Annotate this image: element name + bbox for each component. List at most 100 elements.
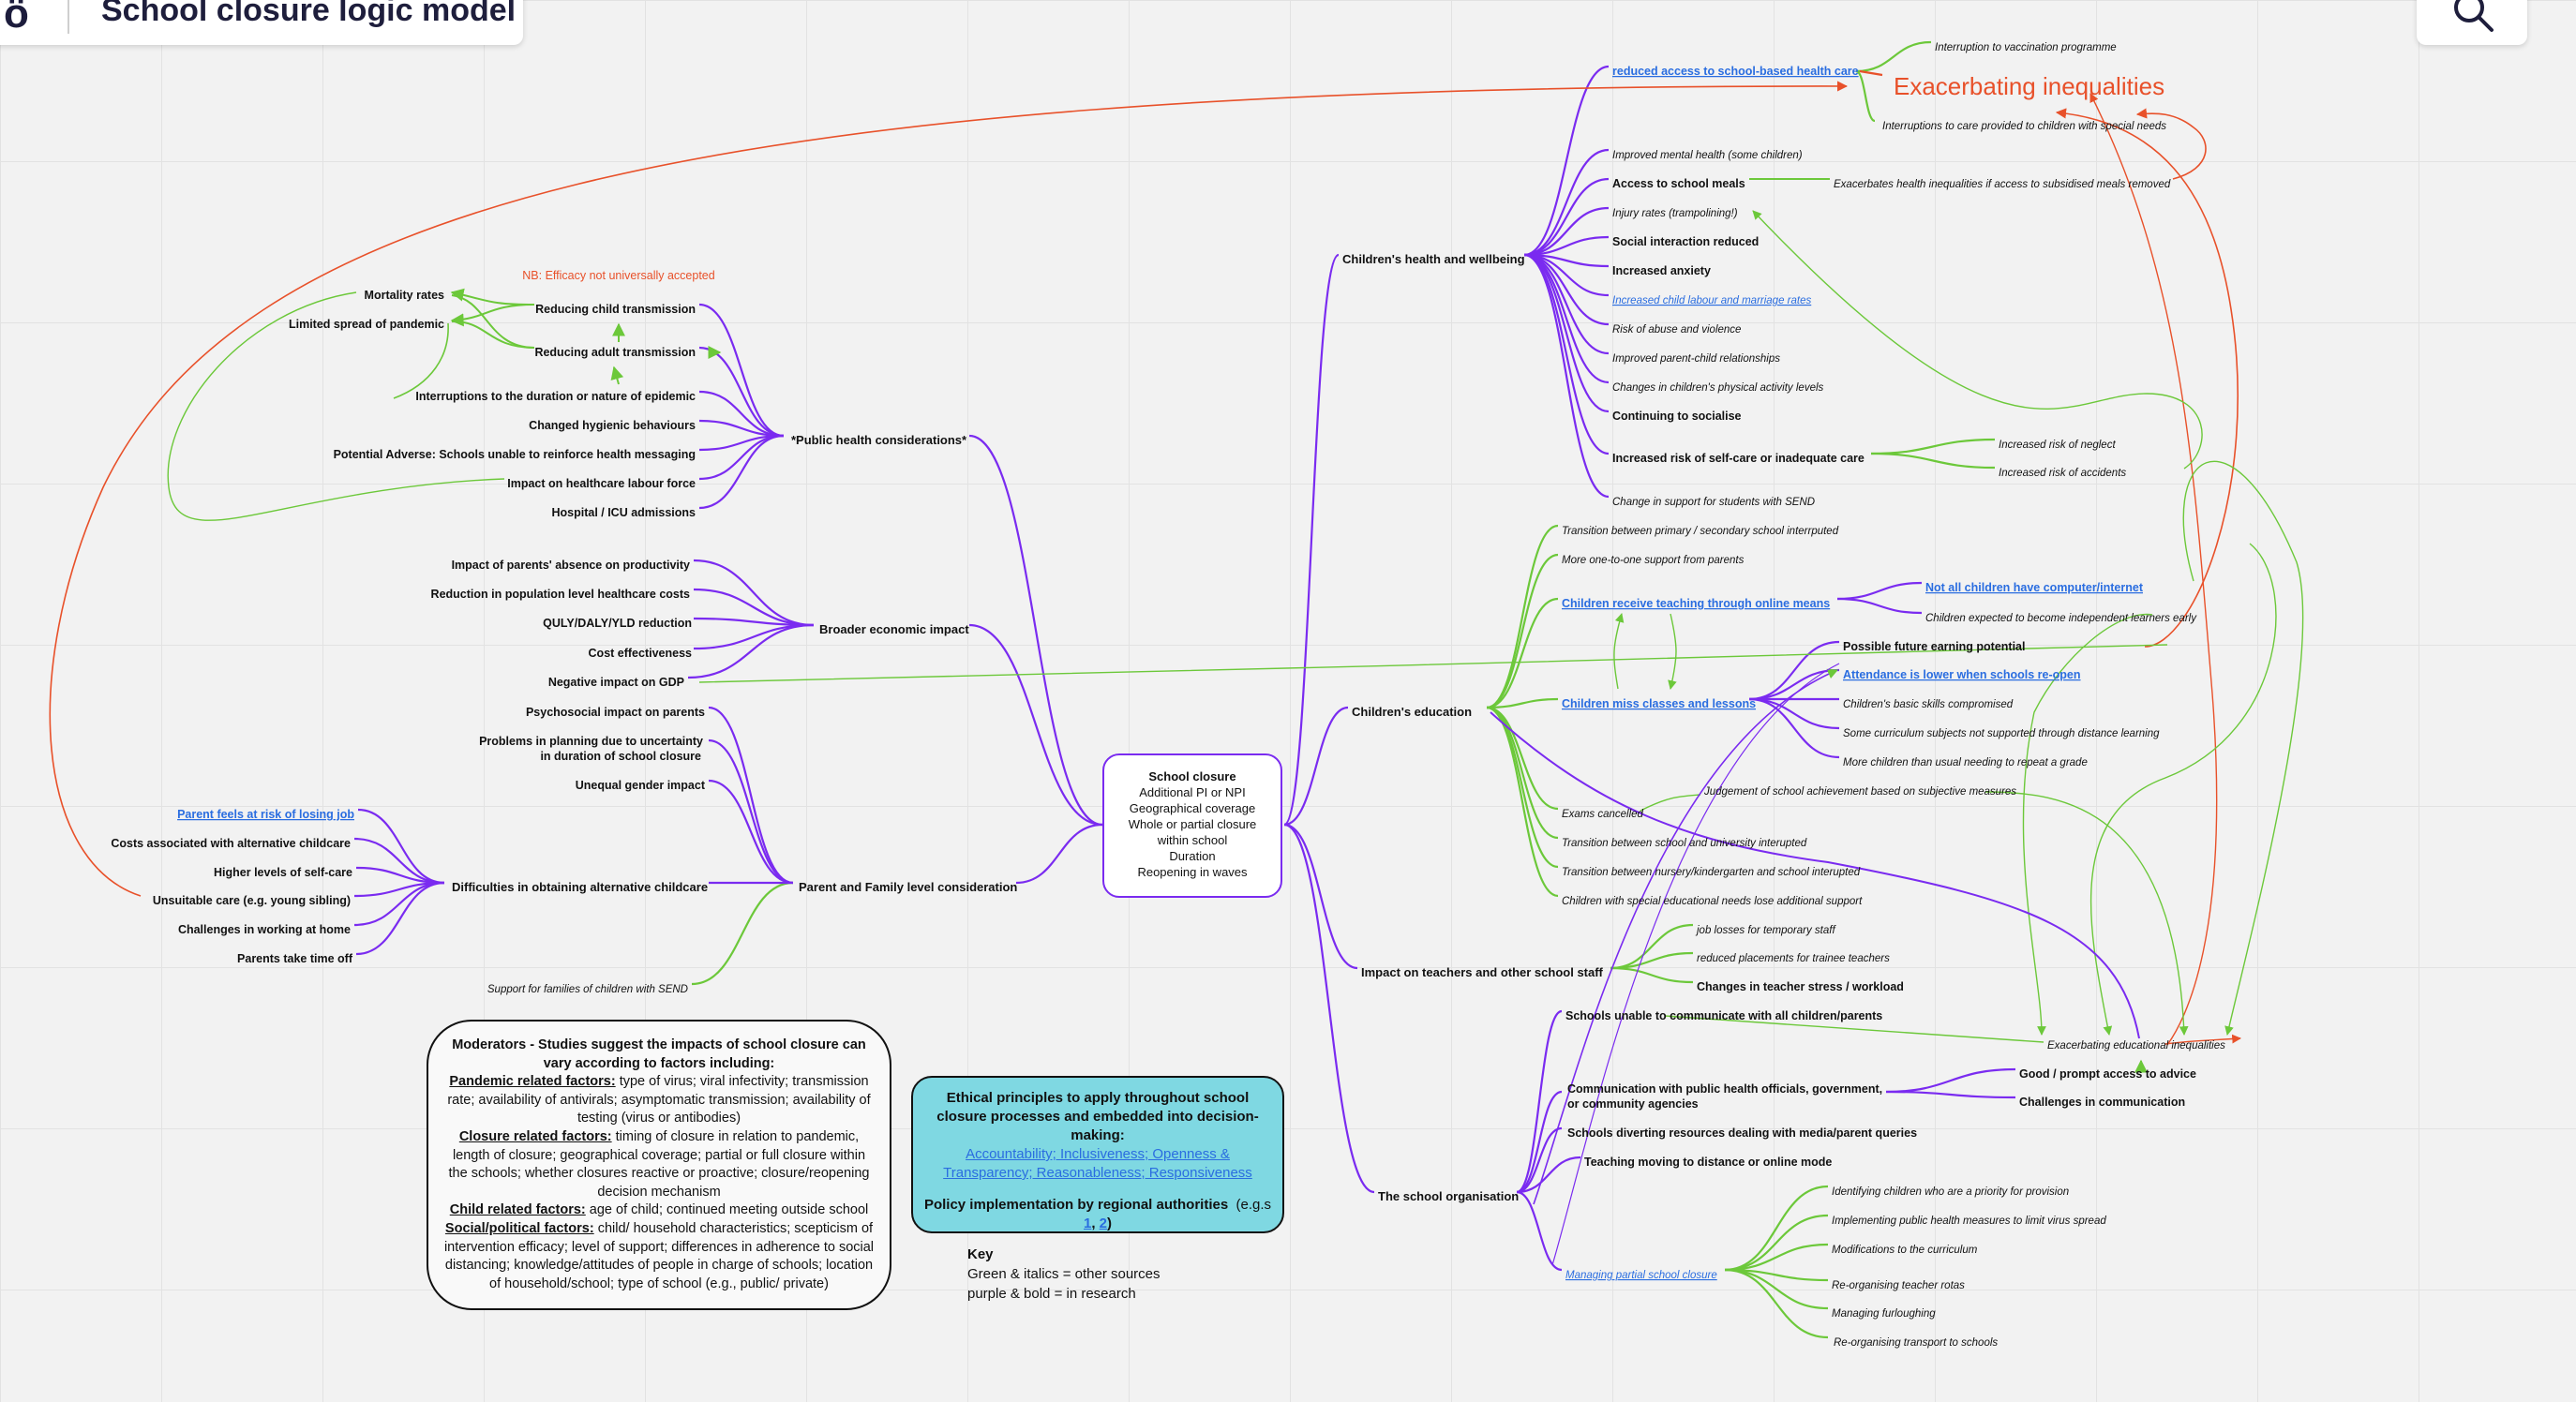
node-h10[interactable]: Changes in children's physical activity … xyxy=(1612,382,1824,394)
node-o5a[interactable]: Identifying children who are a priority … xyxy=(1832,1186,2069,1198)
node-ec4[interactable]: Cost effectiveness xyxy=(589,647,693,660)
node-e4e[interactable]: More children than usual needing to repe… xyxy=(1843,757,2088,768)
node-pub[interactable]: *Public health considerations* xyxy=(791,433,967,447)
node-e7[interactable]: Transition between nursery/kindergarten … xyxy=(1562,867,1861,878)
node-o3[interactable]: Schools diverting resources dealing with… xyxy=(1567,1126,1917,1140)
node-o4[interactable]: Teaching moving to distance or online mo… xyxy=(1584,1156,1832,1169)
node-h12[interactable]: Increased risk of self-care or inadequat… xyxy=(1612,452,1865,465)
node-o5f[interactable]: Re-organising transport to schools xyxy=(1834,1337,1998,1349)
node-p4[interactable]: Changed hygienic behaviours xyxy=(529,419,696,432)
node-c5[interactable]: Challenges in working at home xyxy=(178,923,351,936)
node-h13[interactable]: Change in support for students with SEND xyxy=(1612,497,1815,508)
node-hm1[interactable]: Exacerbates health inequalities if acces… xyxy=(1834,179,2171,190)
node-c3[interactable]: Higher levels of self-care xyxy=(214,866,352,879)
board-title[interactable]: School closure logic model xyxy=(101,0,517,28)
node-e4c[interactable]: Children's basic skills compromised xyxy=(1843,699,2014,710)
node-e5[interactable]: Exams cancelled xyxy=(1562,809,1644,820)
pandemic-text: type of virus; viral infectivity; transm… xyxy=(447,1074,871,1126)
node-h8[interactable]: Risk of abuse and violence xyxy=(1612,324,1741,336)
node-nb[interactable]: NB: Efficacy not universally accepted xyxy=(522,269,714,282)
node-c1[interactable]: Parent feels at risk of losing job xyxy=(177,808,354,821)
node-e2[interactable]: More one-to-one support from parents xyxy=(1562,555,1745,566)
node-p1[interactable]: Reducing child transmission xyxy=(535,303,696,316)
node-h6[interactable]: Increased anxiety xyxy=(1612,264,1711,277)
node-c4[interactable]: Unsuitable care (e.g. young sibling) xyxy=(153,894,351,907)
node-e3b[interactable]: Children expected to become independent … xyxy=(1925,613,2197,624)
node-educ[interactable]: Children's education xyxy=(1352,705,1472,719)
node-ec3[interactable]: QULY/DALY/YLD reduction xyxy=(543,617,692,630)
node-e3[interactable]: Children receive teaching through online… xyxy=(1562,597,1830,610)
node-h7[interactable]: Increased child labour and marriage rate… xyxy=(1612,295,1811,306)
node-e4a[interactable]: Possible future earning potential xyxy=(1843,640,2025,653)
node-h4[interactable]: Injury rates (trampolining!) xyxy=(1612,208,1738,219)
node-o5[interactable]: Managing partial school closure xyxy=(1565,1270,1717,1281)
node-org[interactable]: The school organisation xyxy=(1378,1189,1519,1203)
node-t3[interactable]: Changes in teacher stress / workload xyxy=(1697,980,1904,993)
node-mort[interactable]: Mortality rates xyxy=(365,289,444,302)
node-p3[interactable]: Interruptions to the duration or nature … xyxy=(415,390,696,403)
node-t1[interactable]: job losses for temporary staff xyxy=(1695,925,1836,936)
node-p5[interactable]: Potential Adverse: Schools unable to rei… xyxy=(334,448,696,461)
node-f2a[interactable]: Problems in planning due to uncertainty xyxy=(479,735,703,748)
node-health[interactable]: Children's health and wellbeing xyxy=(1342,252,1525,266)
node-h5[interactable]: Social interaction reduced xyxy=(1612,235,1759,248)
node-spread[interactable]: Limited spread of pandemic xyxy=(289,318,444,331)
node-ec1[interactable]: Impact of parents' absence on productivi… xyxy=(452,559,690,572)
node-o5b[interactable]: Implementing public health measures to l… xyxy=(1832,1216,2106,1227)
node-hv1[interactable]: Interruption to vaccination programme xyxy=(1935,42,2117,53)
node-f2b[interactable]: in duration of school closure xyxy=(540,750,701,763)
moderators-note[interactable]: Moderators - Studies suggest the impacts… xyxy=(427,1020,891,1310)
node-o2a[interactable]: Communication with public health officia… xyxy=(1567,1082,1882,1096)
node-hs2[interactable]: Increased risk of accidents xyxy=(1999,468,2126,479)
node-o2b[interactable]: or community agencies xyxy=(1567,1097,1699,1111)
node-e8[interactable]: Children with special educational needs … xyxy=(1562,896,1863,907)
node-h1[interactable]: reduced access to school-based health ca… xyxy=(1612,65,1859,78)
node-e4d[interactable]: Some curriculum subjects not supported t… xyxy=(1843,728,2160,739)
node-childcare[interactable]: Difficulties in obtaining alternative ch… xyxy=(452,880,708,894)
node-t2[interactable]: reduced placements for trainee teachers xyxy=(1697,953,1890,964)
node-f1[interactable]: Psychosocial impact on parents xyxy=(526,706,705,719)
node-ec2[interactable]: Reduction in population level healthcare… xyxy=(431,588,690,601)
node-hs1[interactable]: Increased risk of neglect xyxy=(1999,440,2116,451)
health-branch-line xyxy=(1523,253,1610,499)
node-ec5[interactable]: Negative impact on GDP xyxy=(548,676,684,689)
node-e4[interactable]: Children miss classes and lessons xyxy=(1562,697,1756,710)
node-e3a[interactable]: Not all children have computer/internet xyxy=(1925,581,2144,594)
node-o2c[interactable]: Good / prompt access to advice xyxy=(2019,1067,2196,1081)
node-e1[interactable]: Transition between primary / secondary s… xyxy=(1562,526,1839,537)
node-teachers[interactable]: Impact on teachers and other school staf… xyxy=(1361,965,1604,979)
node-h9[interactable]: Improved parent-child relationships xyxy=(1612,353,1780,365)
ethics-principles-link[interactable]: Accountability; Inclusiveness; Openness … xyxy=(943,1146,1252,1181)
node-ineqEdu[interactable]: Exacerbating educational inequalities xyxy=(2047,1040,2225,1052)
node-f4[interactable]: Support for families of children with SE… xyxy=(487,984,688,995)
node-h3[interactable]: Access to school meals xyxy=(1612,177,1745,190)
search-button[interactable] xyxy=(2417,0,2527,45)
branch-line xyxy=(968,623,1103,827)
node-e6[interactable]: Transition between school and university… xyxy=(1562,838,1807,849)
node-exacerbating[interactable]: Exacerbating inequalities xyxy=(1894,72,2164,100)
node-o2d[interactable]: Challenges in communication xyxy=(2019,1096,2185,1109)
node-h11[interactable]: Continuing to socialise xyxy=(1612,410,1742,423)
node-e5a[interactable]: Judgement of school achievement based on… xyxy=(1703,786,2016,798)
node-p6[interactable]: Impact on healthcare labour force xyxy=(507,477,696,490)
node-f3[interactable]: Unequal gender impact xyxy=(576,779,706,792)
school-closure-node[interactable]: School closure Additional PI or NPI Geog… xyxy=(1102,753,1282,898)
node-c6[interactable]: Parents take time off xyxy=(237,952,353,965)
node-h2[interactable]: Improved mental health (some children) xyxy=(1612,150,1803,161)
node-o1[interactable]: Schools unable to communicate with all c… xyxy=(1565,1009,1882,1022)
ethics-note[interactable]: Ethical principles to apply throughout s… xyxy=(911,1076,1284,1233)
node-econ[interactable]: Broader economic impact xyxy=(819,622,969,636)
node-o5d[interactable]: Re-organising teacher rotas xyxy=(1832,1280,1965,1291)
node-c2[interactable]: Costs associated with alternative childc… xyxy=(111,837,351,850)
node-o5c[interactable]: Modifications to the curriculum xyxy=(1832,1245,1978,1256)
node-p2[interactable]: Reducing adult transmission xyxy=(534,346,696,359)
policy-ref-2-link[interactable]: 2 xyxy=(1099,1216,1108,1231)
node-hv2[interactable]: Interruptions to care provided to childr… xyxy=(1882,121,2166,132)
policy-ref-1-link[interactable]: 1 xyxy=(1083,1216,1092,1231)
node-p7[interactable]: Hospital / ICU admissions xyxy=(551,506,696,519)
node-o5e[interactable]: Managing furloughing xyxy=(1832,1308,1936,1320)
node-family[interactable]: Parent and Family level consideration xyxy=(799,880,1017,894)
node-e4b[interactable]: Attendance is lower when schools re-open xyxy=(1843,668,2081,681)
app-logo[interactable]: ö xyxy=(4,0,29,37)
